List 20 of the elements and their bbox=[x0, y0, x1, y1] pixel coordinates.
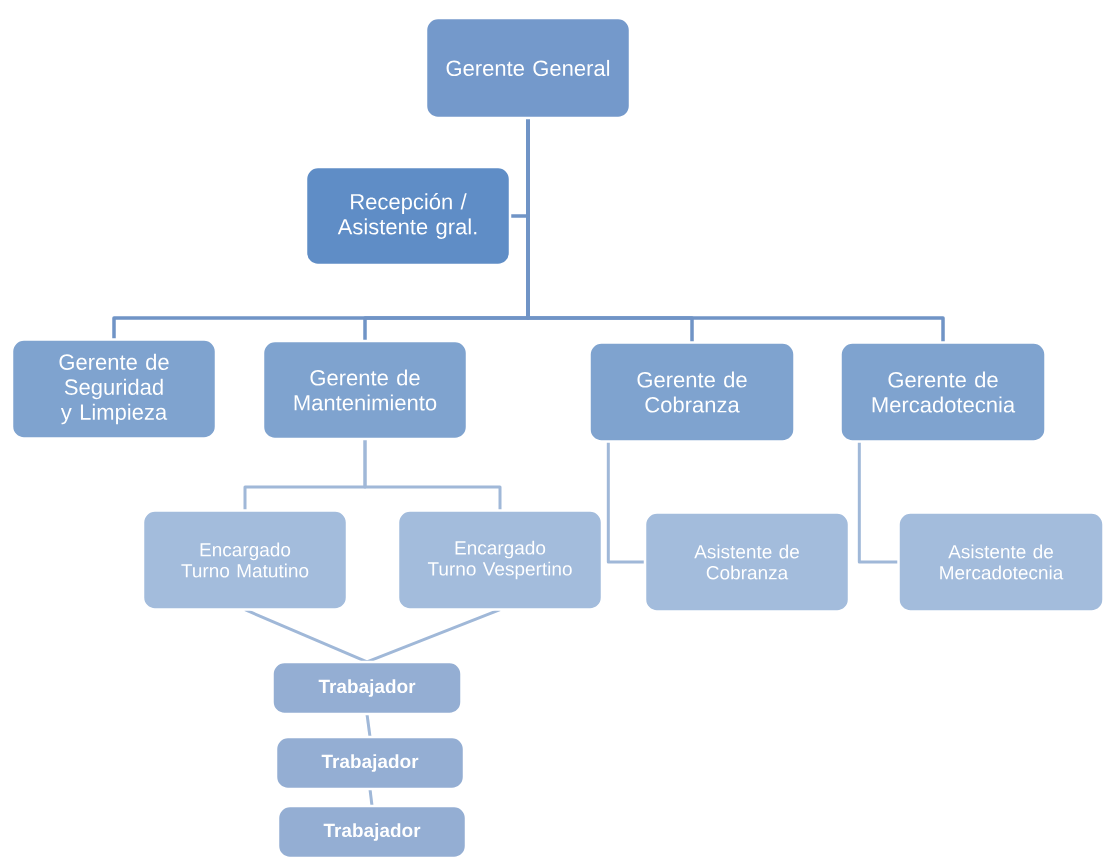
worker-box: Trabajador bbox=[271, 660, 463, 716]
connector-line bbox=[857, 441, 899, 564]
connector-line bbox=[606, 441, 645, 564]
position-box: Gerente de Mantenimiento bbox=[261, 339, 469, 441]
position-box: Encargado Turno Matutino bbox=[141, 509, 349, 611]
connector-line bbox=[244, 608, 368, 664]
position-box: Gerente General bbox=[424, 16, 632, 120]
position-box: Encargado Turno Vespertino bbox=[396, 509, 604, 611]
position-box: Gerente de Mercadotecnia bbox=[839, 341, 1047, 443]
connector-line bbox=[368, 789, 374, 806]
connector-line bbox=[363, 439, 502, 511]
position-box: Asistente de Cobranza bbox=[643, 511, 851, 613]
position-box: Gerente de Seguridad y Limpieza bbox=[10, 338, 218, 440]
position-box: Recepción / Asistente gral. bbox=[304, 165, 512, 267]
position-box: Asistente de Mercadotecnia bbox=[897, 511, 1105, 613]
connector-line bbox=[365, 714, 372, 737]
connector-line bbox=[366, 608, 501, 664]
worker-box: Trabajador bbox=[276, 804, 468, 860]
position-box: Gerente de Cobranza bbox=[588, 341, 796, 443]
worker-box: Trabajador bbox=[274, 735, 466, 791]
